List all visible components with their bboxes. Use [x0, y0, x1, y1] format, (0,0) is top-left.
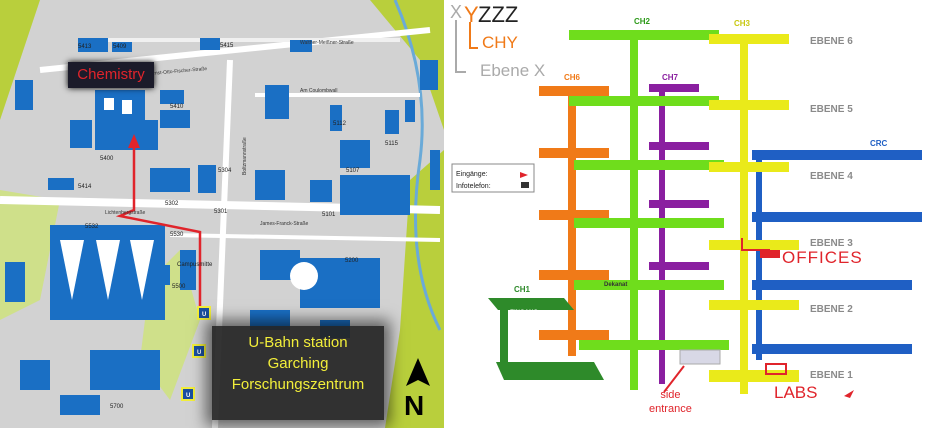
compass-icon	[844, 390, 854, 398]
north-arrow-icon	[406, 358, 430, 386]
building-code: 5414	[78, 184, 92, 190]
poi-label: Campusmitte	[177, 262, 213, 268]
entrance-arrow-icon	[520, 172, 528, 178]
campus-map[interactable]: U U U Walther-Meißner-Straße Ernst-Otto-…	[0, 0, 444, 428]
building-code: 5413	[78, 44, 92, 50]
wing-ch3	[709, 34, 799, 394]
building-code: 5107	[346, 168, 360, 174]
info-phone-label: Infotelefon:	[456, 183, 491, 190]
building-code: 5304	[218, 168, 232, 174]
offices-marker	[760, 250, 780, 258]
building-code: 5410	[170, 104, 184, 110]
road	[169, 233, 441, 242]
wing-ch1	[488, 298, 604, 380]
street-label: Boltzmannstraße	[242, 137, 248, 175]
level-label: EBENE 4	[810, 171, 853, 182]
street-label: Walther-Meißner-Straße	[300, 40, 354, 46]
building-diagram-drawing: Eingänge: Infotelefon: CH2 CH3 CH6 CH7 C…	[451, 17, 922, 398]
building-code: 5409	[113, 44, 127, 50]
building-code: 5700	[110, 404, 124, 410]
building-code: 5112	[333, 121, 347, 127]
street-label: Am Coulombwall	[300, 88, 338, 94]
ubahn-line: Forschungszentrum	[231, 376, 365, 393]
legend-bracket	[469, 22, 478, 49]
chemistry-label: Chemistry	[68, 62, 154, 88]
building-code: 5115	[385, 141, 399, 147]
building-code: 5500	[172, 284, 186, 290]
labs-label: LABS	[774, 383, 818, 402]
green-area	[385, 150, 444, 428]
building-level-diagram: Eingänge: Infotelefon: CH2 CH3 CH6 CH7 C…	[444, 0, 936, 428]
side-entrance-area	[679, 349, 721, 365]
level-label: EBENE 5	[810, 104, 853, 115]
building-code: 5530	[170, 232, 184, 238]
walking-route	[115, 138, 202, 318]
info-entrances-label: Eingänge:	[456, 171, 488, 178]
side-entrance-label: side entrance	[649, 388, 692, 416]
building-code: 5532	[85, 224, 99, 230]
wing-label-ch3: CH3	[734, 19, 751, 28]
side-entrance-line: side	[660, 389, 681, 401]
green-area	[0, 0, 40, 120]
ubahn-marker-label: U	[197, 350, 201, 356]
wing-ch2	[569, 30, 729, 390]
wing-label-ch2: CH2	[634, 17, 651, 26]
side-entrance-line: entrance	[649, 403, 692, 415]
wing-label-crc: CRC	[870, 139, 888, 148]
north-label: N	[404, 390, 425, 421]
stream	[393, 0, 442, 331]
roundabout	[290, 262, 318, 290]
legend-y: Y	[464, 2, 479, 27]
street-label: Ernst-Otto-Fischer-Straße	[150, 66, 208, 77]
level-label: EBENE 2	[810, 304, 853, 315]
wing-label-ch6: CH6	[564, 73, 581, 82]
wing-crc	[752, 150, 922, 360]
building-code: 5302	[165, 201, 179, 207]
building-code: 5301	[214, 209, 228, 215]
dekanat-label: Dekanat	[604, 282, 627, 288]
legend-z: ZZZ	[478, 2, 519, 27]
street-label: Lichtenbergstraße	[105, 210, 146, 216]
building-code: 5415	[220, 43, 234, 49]
info-box	[451, 163, 535, 193]
phone-icon	[521, 182, 529, 188]
campus-map-drawing: U U U Walther-Meißner-Straße Ernst-Otto-…	[0, 0, 444, 428]
side-entrance-pointer	[663, 365, 685, 393]
ubahn-marker-label: U	[186, 393, 190, 399]
wing-label-ch7: CH7	[662, 73, 679, 82]
level-label: EBENE 1	[810, 370, 853, 381]
wing-ch7	[649, 84, 709, 384]
ubahn-markers	[181, 306, 211, 401]
eingang-label: EINGANG	[510, 310, 538, 316]
route-arrow-icon	[128, 134, 140, 148]
offices-label: OFFICES	[782, 248, 863, 267]
building-code: 5200	[345, 258, 359, 264]
building-code: 5101	[322, 212, 336, 218]
ubahn-line: U-Bahn station	[248, 334, 348, 351]
wing-label-ch1: CH1	[514, 285, 531, 294]
building-code: 5400	[100, 156, 114, 162]
level-label: EBENE 3	[810, 238, 853, 249]
legend-chy: CHY	[482, 33, 518, 52]
ubahn-marker-label: U	[202, 312, 206, 318]
legend-bracket	[455, 20, 466, 73]
legend-ebene: Ebene X	[480, 61, 546, 80]
labs-marker	[765, 363, 787, 375]
ubahn-line: Garching	[267, 355, 329, 372]
level-label: EBENE 6	[810, 36, 853, 47]
buildings	[5, 38, 440, 415]
ubahn-station-callout: U-Bahn station Garching Forschungszentru…	[212, 326, 384, 420]
street-label: James-Franck-Straße	[260, 221, 309, 227]
wing-ch6	[539, 86, 609, 356]
legend-x: X	[450, 2, 463, 22]
